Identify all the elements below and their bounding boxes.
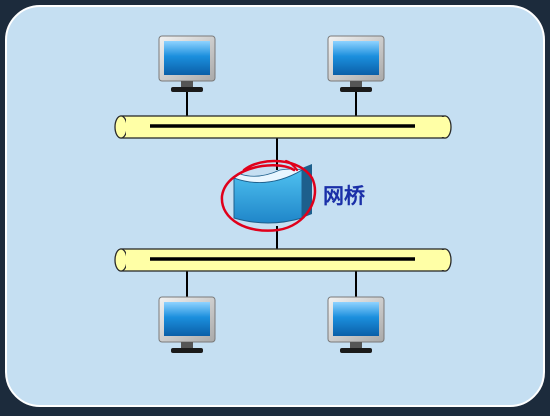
computer-top-left [158, 35, 216, 92]
highlight-circle-tail [284, 159, 299, 172]
lan-segment-top [114, 115, 452, 139]
computer-screen [164, 302, 210, 336]
computer-screen [333, 302, 379, 336]
bridge-side [302, 164, 312, 218]
computer-screen [333, 41, 379, 75]
computer-screen [164, 41, 210, 75]
computer-bottom-right [327, 296, 385, 353]
highlight-circle [220, 159, 317, 232]
lan-segment-bottom [114, 248, 452, 272]
computer-bottom-left [158, 296, 216, 353]
bridge [233, 164, 312, 224]
bridge-label: 网桥 [323, 184, 365, 208]
computer-top-right [327, 35, 385, 92]
